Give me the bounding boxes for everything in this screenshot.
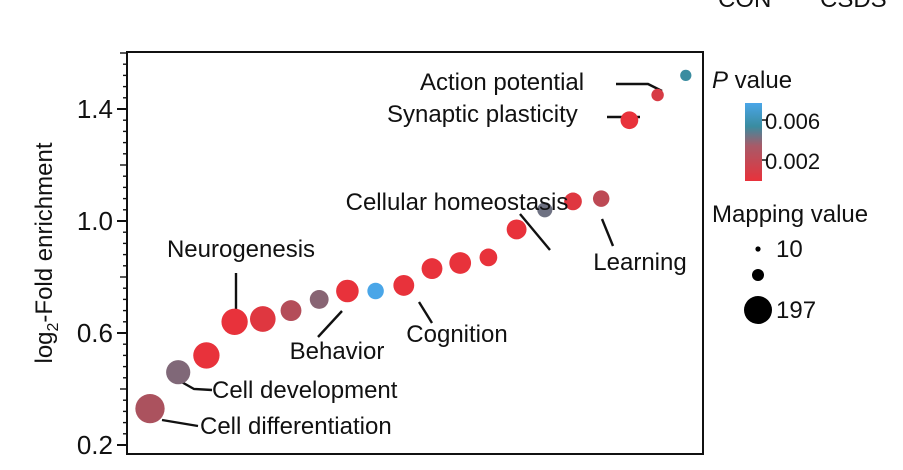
data-point: [309, 289, 329, 309]
data-point: [479, 248, 498, 267]
data-point: [620, 111, 639, 130]
annotation-leader: [600, 218, 615, 247]
legend-size-dot: [752, 269, 764, 281]
legend-size-dot: [744, 296, 772, 324]
annotation-leader: [519, 213, 551, 251]
annotation-label: Cell differentiation: [200, 413, 392, 440]
annotation-label: Cell development: [212, 377, 398, 404]
legend: P value 0.006 0.002 Mapping value 10 197: [712, 67, 868, 324]
y-axis-label: log2-Fold enrichment: [31, 142, 62, 363]
data-point: [393, 274, 415, 296]
data-point: [592, 190, 610, 207]
legend-size-entries: 10 197: [744, 236, 816, 324]
legend-color-bar: [745, 103, 762, 181]
annotation-label: Action potential: [420, 69, 584, 96]
data-point: [506, 219, 527, 240]
y-axis-tick-labels: 0.2 0.6 1.0 1.4: [77, 94, 113, 460]
annotation-label: Learning: [593, 249, 686, 276]
annotation-label: Synaptic plasticity: [387, 101, 578, 128]
y-axis-label-main: log: [31, 331, 58, 363]
legend-size-label: 10: [776, 236, 803, 263]
annotation-label: Neurogenesis: [167, 236, 315, 263]
legend-color-title-rest: value: [728, 67, 792, 94]
annotation-leader: [161, 418, 199, 428]
legend-color-title-p: P: [712, 67, 728, 94]
data-point: [336, 279, 359, 303]
header-label-csds: CSDS: [820, 0, 887, 13]
y-axis-ticks: [117, 52, 127, 446]
data-point: [166, 360, 191, 385]
data-point: [564, 192, 582, 211]
annotation-labels: Cell differentiation Cell development Neur…: [167, 69, 687, 440]
plot-frame: [126, 51, 704, 455]
y-tick-label: 1.4: [77, 94, 113, 124]
y-tick-label: 0.2: [77, 430, 113, 460]
data-points: [135, 69, 692, 424]
data-point: [193, 342, 220, 369]
data-point: [651, 88, 664, 102]
y-tick-label: 0.6: [77, 318, 113, 348]
data-point: [135, 393, 165, 424]
legend-color-title: P value: [712, 67, 792, 94]
annotation-leader: [417, 301, 434, 324]
annotation-leader: [317, 310, 343, 338]
legend-size-title: Mapping value: [712, 201, 868, 228]
legend-color-tick-0006: 0.006: [765, 109, 820, 134]
data-point: [421, 258, 443, 280]
data-point: [249, 306, 276, 332]
data-point: [367, 282, 384, 300]
y-axis-label-rest: -Fold enrichment: [31, 142, 58, 322]
legend-color-tick-0002: 0.002: [765, 149, 820, 174]
legend-size-label: 197: [776, 297, 816, 324]
data-point: [280, 300, 302, 322]
legend-size-dot: [755, 246, 761, 252]
data-point: [221, 308, 248, 335]
header-label-con: CON: [718, 0, 771, 13]
data-point: [537, 202, 553, 218]
y-tick-label: 1.0: [77, 206, 113, 236]
annotation-label: Cellular homeostasis: [346, 189, 569, 216]
y-axis-label-sub: 2: [45, 322, 62, 331]
data-point: [680, 69, 692, 82]
data-point: [449, 252, 472, 274]
annotation-label: Cognition: [406, 321, 507, 348]
annotation-leader: [616, 82, 663, 93]
annotation-label: Behavior: [290, 338, 385, 365]
